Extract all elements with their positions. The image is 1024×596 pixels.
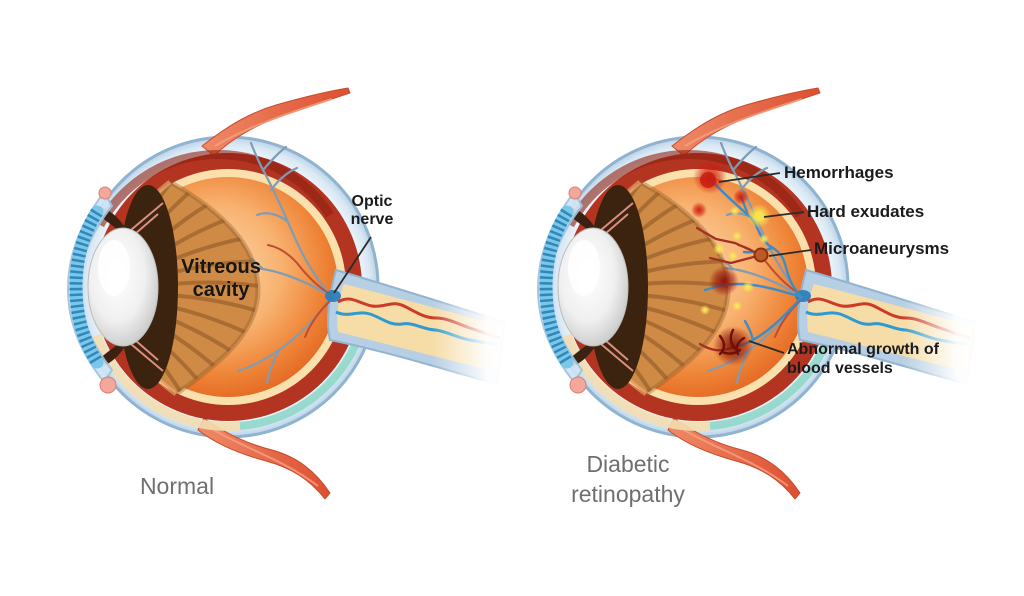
optic-nerve-label: Optic nerve [350,193,394,229]
normal-eye-illustration [68,88,532,499]
diabetic-lesions [691,160,804,366]
diabetic-eye-illustration [538,88,1002,499]
abnormal-growth-label: Abnormal growth of blood vessels [787,341,939,377]
normal-caption: Normal [139,473,215,499]
abnormal-growth-leader-line [748,340,785,354]
hard-exudates-label: Hard exudates [807,202,925,221]
leader-lines [333,172,812,354]
optic-nerve-leader-line [333,236,372,294]
microaneurysms-label: Microaneurysms [814,239,950,258]
vitreous-cavity-label: Vitreous cavity [181,256,261,301]
hemorrhages-label: Hemorrhages [784,163,894,182]
hard-exudates-leader-line [763,211,805,218]
hemorrhages-leader-line [718,172,781,183]
microaneurysms-leader-line [768,249,812,257]
diabetic-caption: Diabetic retinopathy [571,451,685,507]
